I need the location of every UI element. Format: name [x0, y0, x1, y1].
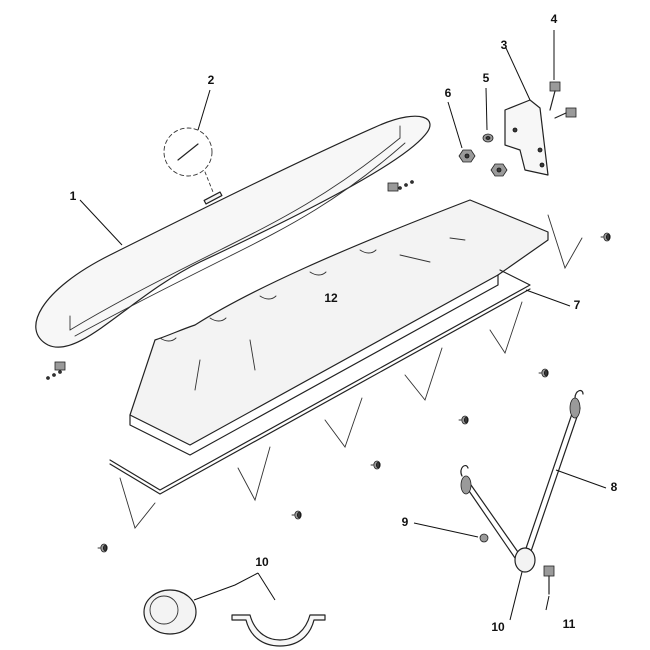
part-6-nut [458, 149, 508, 177]
callout-2: 2 [208, 73, 215, 87]
part-12-panel [129, 199, 549, 456]
callout-8: 8 [611, 480, 618, 494]
callout-4: 4 [551, 12, 558, 26]
canopy-clips [46, 180, 414, 380]
part-10-cap [143, 547, 536, 647]
part-7-liner [109, 269, 531, 495]
part-1-canopy [35, 115, 431, 348]
callout-12: 12 [324, 291, 338, 305]
callout-7: 7 [574, 298, 581, 312]
callout-1: 1 [70, 189, 77, 203]
part-8-bungee-cord [460, 389, 584, 564]
part-9-grommet [479, 533, 489, 543]
part-11-screw [543, 565, 555, 595]
part-3-bracket [504, 99, 549, 176]
callout-10-cap-section: 10 [255, 555, 269, 569]
part-2-pin-detail [163, 127, 214, 193]
leader-lines [79, 30, 607, 621]
callout-3: 3 [501, 38, 508, 52]
callout-5: 5 [483, 71, 490, 85]
callout-11: 11 [563, 617, 576, 631]
callout-6: 6 [445, 86, 452, 100]
callout-10-cap: 10 [491, 620, 505, 634]
callout-9: 9 [402, 515, 409, 529]
bungee-straps-front [119, 214, 583, 529]
part-4-bolt [549, 81, 577, 119]
part-5-washer [482, 133, 494, 143]
